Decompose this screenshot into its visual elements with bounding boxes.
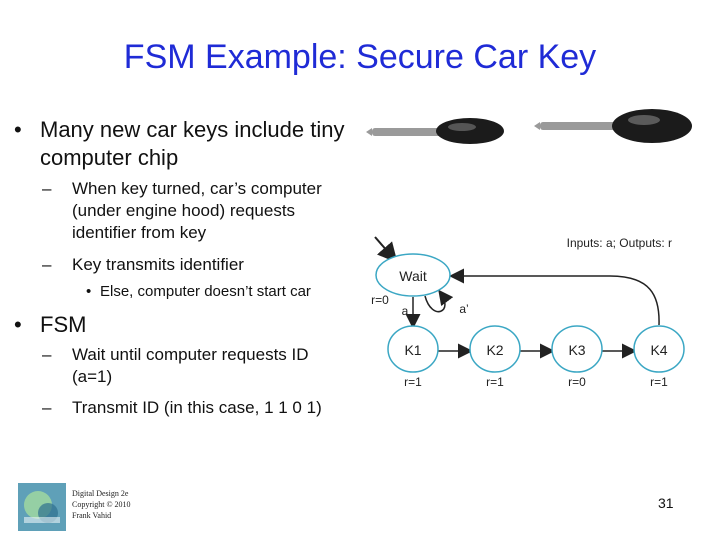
transition-label-a: a xyxy=(402,304,409,318)
state-wait-output: r=0 xyxy=(371,293,389,307)
bullet-2-sub-1-line-1: Wait until computer requests ID xyxy=(72,345,309,364)
bullet-1-sub-1-line-1: When key turned, car’s computer xyxy=(72,179,322,198)
bullet-1-sub-1-line-2: (under engine hood) requests xyxy=(72,201,296,220)
car-key-icon xyxy=(366,118,504,144)
state-k2-label: K2 xyxy=(486,342,503,358)
state-k3-output: r=0 xyxy=(568,375,586,389)
bullet-1-line-1: Many new car keys include tiny xyxy=(40,117,345,142)
bullet-2-sub-2-text: Transmit ID (in this case, 1 1 0 1) xyxy=(72,398,322,417)
slide-title: FSM Example: Secure Car Key xyxy=(123,38,597,76)
page-number: 31 xyxy=(658,495,674,511)
return-arrow xyxy=(449,268,660,326)
footer-line-2: Copyright © 2010 xyxy=(72,500,131,509)
state-k4-label: K4 xyxy=(650,342,667,358)
car-key-icon xyxy=(534,109,692,143)
bullet-1-sub-1-line-3: identifier from key xyxy=(72,223,207,242)
state-k1-label: K1 xyxy=(404,342,421,358)
state-wait: Wait xyxy=(375,253,451,297)
book-logo xyxy=(18,483,66,531)
io-label: Inputs: a; Outputs: r xyxy=(567,236,672,250)
bullet-1-sub-2-sub-text: Else, computer doesn’t start car xyxy=(100,283,311,300)
state-k3-label: K3 xyxy=(568,342,585,358)
state-k3: K3 xyxy=(551,325,603,373)
state-k1-output: r=1 xyxy=(404,375,422,389)
self-loop-arrow xyxy=(424,289,454,313)
footer-line-1: Digital Design 2e xyxy=(72,489,129,498)
state-k4-output: r=1 xyxy=(650,375,668,389)
state-k1: K1 xyxy=(387,325,439,373)
state-wait-label: Wait xyxy=(399,268,427,284)
state-k2-output: r=1 xyxy=(486,375,504,389)
bullet-1-sub-2-text: Key transmits identifier xyxy=(72,255,244,274)
state-k4: K4 xyxy=(633,325,685,373)
bullet-2-text: FSM xyxy=(40,312,87,337)
initial-arrow xyxy=(374,236,398,264)
transition-label-a-not: a’ xyxy=(459,302,468,316)
copyright-text: Digital Design 2e Copyright © 2010 Frank… xyxy=(72,488,192,521)
footer-line-3: Frank Vahid xyxy=(72,511,112,520)
state-k2: K2 xyxy=(469,325,521,373)
bullet-2-sub-1-line-2: (a=1) xyxy=(72,367,113,386)
bullet-1-line-2: computer chip xyxy=(40,145,179,170)
